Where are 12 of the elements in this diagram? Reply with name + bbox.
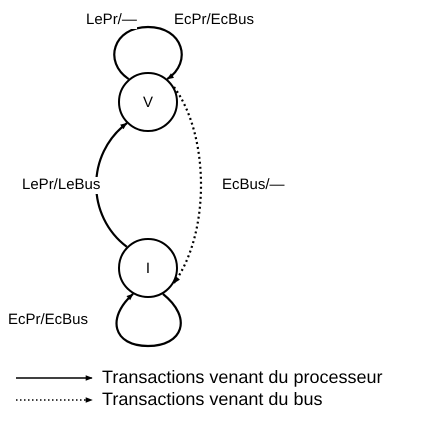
state-name: I	[146, 260, 150, 276]
legend-text: Transactions venant du processeur	[102, 367, 382, 388]
edge-label: LePr/—	[86, 12, 137, 28]
state-name: V	[142, 94, 153, 110]
state-circle	[118, 238, 178, 298]
arrow	[95, 122, 128, 248]
arrow	[173, 86, 202, 284]
arrow	[113, 26, 183, 80]
state-circle	[118, 72, 178, 132]
legend-text: Transactions venant du bus	[102, 389, 322, 410]
edge-label: LePr/LeBus	[22, 177, 100, 194]
arrow	[115, 293, 182, 348]
